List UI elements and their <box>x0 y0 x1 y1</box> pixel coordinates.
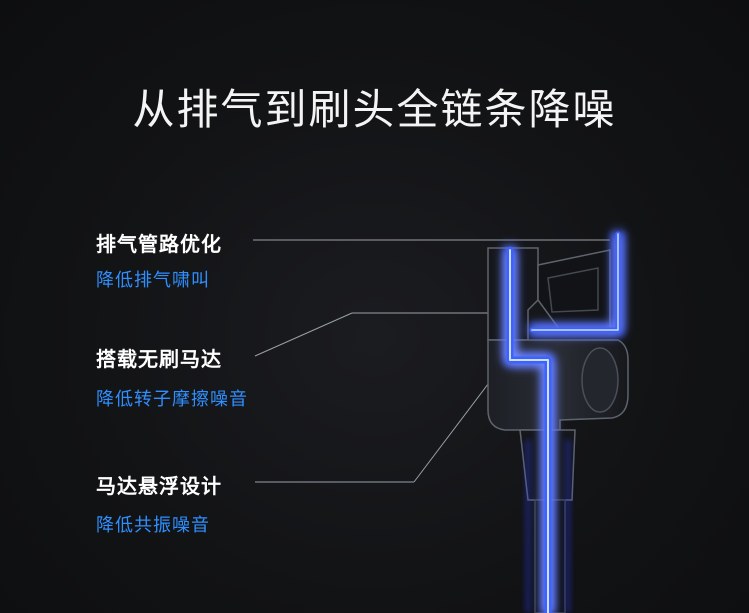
feature-title-motor: 搭载无刷马达 <box>96 347 222 371</box>
page-title: 从排气到刷头全链条降噪 <box>132 85 617 134</box>
leader-line-motor-a <box>254 312 353 357</box>
feature-title-suspension: 马达悬浮设计 <box>96 474 222 498</box>
feature-subtitle-suspension: 降低共振噪音 <box>96 515 210 536</box>
feature-subtitle-motor: 降低转子摩擦噪音 <box>96 389 248 410</box>
feature-subtitle-exhaust: 降低排气啸叫 <box>96 270 210 291</box>
feature-title-exhaust: 排气管路优化 <box>96 232 222 256</box>
